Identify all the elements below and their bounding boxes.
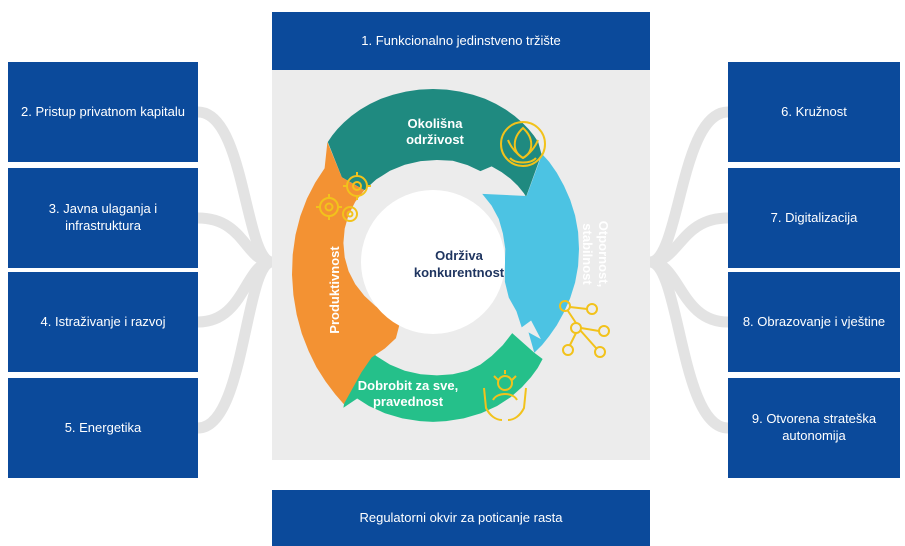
network-icon: [559, 300, 610, 358]
segment-environmental: [327, 89, 542, 197]
right-box-circularity: 6. Kružnost: [728, 62, 900, 162]
leaf-cycle-icon: [500, 121, 546, 167]
left-box-private-capital: 2. Pristup privatnom kapitalu: [8, 62, 198, 162]
right-box-strategic-autonomy: 9. Otvorena strateška autonomija: [728, 378, 900, 478]
core-label: Održiva konkurentnost: [413, 248, 505, 280]
right-box-education: 8. Obrazovanje i vještine: [728, 272, 900, 372]
left-box-research: 4. Istraživanje i razvoj: [8, 272, 198, 372]
gears-icon: [316, 172, 371, 222]
bottom-box-regulatory-framework: Regulatorni okvir za poticanje rasta: [272, 490, 650, 546]
hands-person-icon: [483, 370, 527, 421]
left-box-energy: 5. Energetika: [8, 378, 198, 478]
segment-label-environmental: Okolišna održivost: [406, 116, 464, 148]
segment-label-wellbeing: Dobrobit za sve, pravednost: [357, 378, 459, 410]
segment-label-productivity: Produktivnost: [327, 246, 342, 334]
segment-label-resilience: Otpornost, stabilnost: [579, 220, 611, 288]
core-circle: [361, 190, 505, 334]
right-box-digitalisation: 7. Digitalizacija: [728, 168, 900, 268]
segment-resilience: [482, 154, 579, 353]
left-box-public-investment: 3. Javna ulaganja i infrastruktura: [8, 168, 198, 268]
top-box-single-market: 1. Funkcionalno jedinstveno tržište: [272, 12, 650, 70]
